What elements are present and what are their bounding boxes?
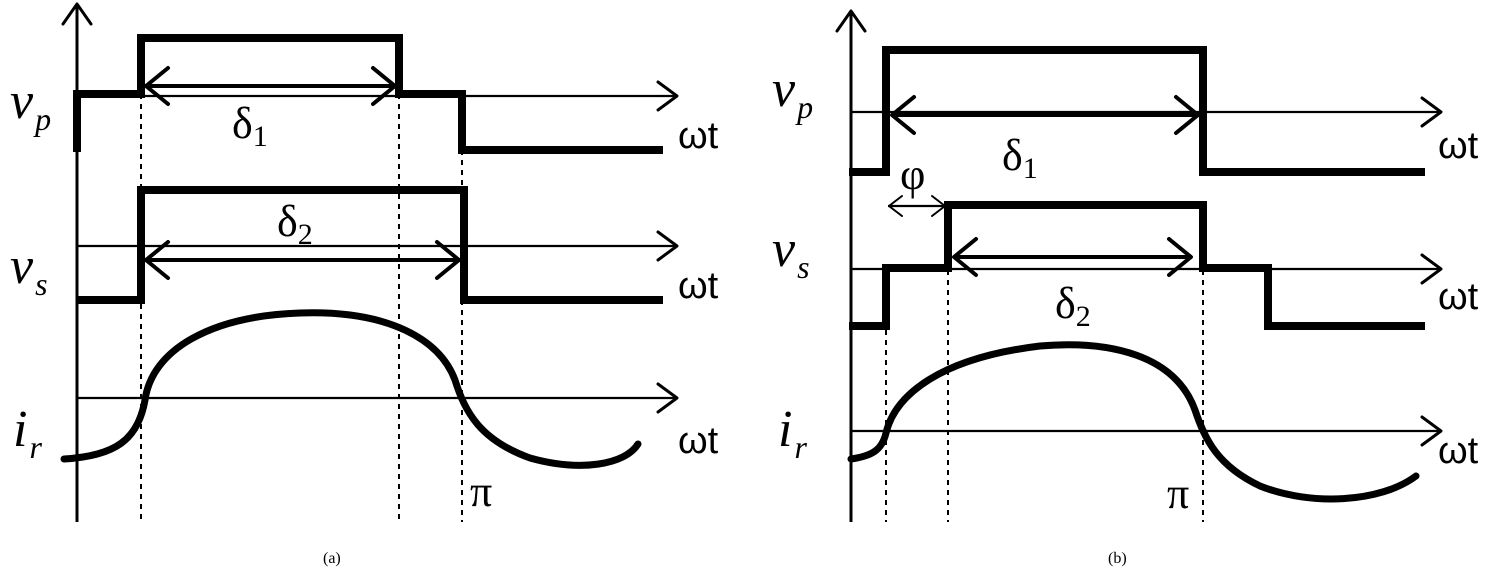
panel-a-vp-waveform — [73, 34, 663, 154]
panel-a-vp-label: vp — [10, 73, 51, 137]
panel-b-vs-axis-label: ωt — [1438, 276, 1479, 318]
panel-b-vp-axis-arrow-icon — [1420, 96, 1443, 128]
panel-b-delta1-label: δ1 — [1002, 131, 1038, 185]
panel-a-vp-axis-label: ωt — [678, 115, 719, 157]
panel-b-delta2-right-arrow-icon — [1167, 237, 1193, 277]
panel-b-vs-label: vs — [772, 221, 810, 285]
panel-a-ir-axis-arrow-icon — [656, 382, 679, 414]
panel-b-delta1-left-arrow-icon — [890, 95, 916, 135]
panel-b-delta1-right-arrow-icon — [1174, 95, 1200, 135]
panel-a-delta2-left-arrow-icon — [144, 240, 170, 280]
panel-a-caption: (a) — [323, 550, 341, 567]
panel-a-delta1-right-arrow-icon — [371, 66, 397, 106]
panel-b-ir-label: ir — [778, 401, 807, 465]
panel-a-delta1-label: δ1 — [232, 99, 268, 153]
panel-a-pi-label: π — [470, 467, 492, 516]
panel-a-ir-waveform — [60, 309, 642, 469]
panel-a-vs-axis-arrow-icon — [656, 230, 679, 262]
panel-a-delta2-right-arrow-icon — [435, 240, 461, 280]
panel-a-ir-axis-label: ωt — [678, 420, 719, 462]
panel-b-caption: (b) — [1108, 550, 1127, 567]
panel-b-vertical-axis-arrow-icon — [835, 9, 867, 33]
panel-b-delta2-left-arrow-icon — [952, 237, 978, 277]
panel-a: vp vs ir δ1 δ2 π ωt ωt ωt (a) — [10, 2, 719, 567]
panel-a-delta2-label: δ2 — [277, 197, 313, 251]
panel-b-ir-axis-arrow-icon — [1420, 415, 1443, 447]
panel-a-vertical-axis-arrow-icon — [61, 2, 93, 26]
panel-b-ir-axis-label: ωt — [1438, 430, 1479, 472]
panel-b-delta2-label: δ2 — [1055, 279, 1091, 333]
panel-a-vs-label: vs — [10, 238, 48, 302]
panel-a-ir-label: ir — [13, 401, 42, 465]
panel-a-vs-axis-label: ωt — [678, 265, 719, 307]
panel-a-vp-axis-arrow-icon — [656, 80, 679, 112]
panel-b-ir-waveform — [847, 341, 1420, 503]
panel-b-phi-right-arrow-icon — [931, 195, 946, 217]
panel-b-pi-label: π — [1167, 469, 1189, 518]
panel-b-vs-axis-arrow-icon — [1420, 253, 1443, 285]
panel-b-phi-label: φ — [900, 150, 925, 199]
panel-b-vp-waveform — [849, 46, 1425, 176]
panel-b-phi-left-arrow-icon — [888, 195, 903, 217]
panel-a-vs-waveform — [77, 186, 663, 304]
panel-b: vp vs ir δ1 δ2 φ π ωt ωt ωt (b) — [772, 9, 1479, 567]
panel-b-vp-axis-label: ωt — [1438, 125, 1479, 167]
panel-b-vp-label: vp — [772, 61, 813, 125]
panel-a-delta1-left-arrow-icon — [144, 66, 170, 106]
panel-b-vs-waveform — [849, 201, 1425, 330]
